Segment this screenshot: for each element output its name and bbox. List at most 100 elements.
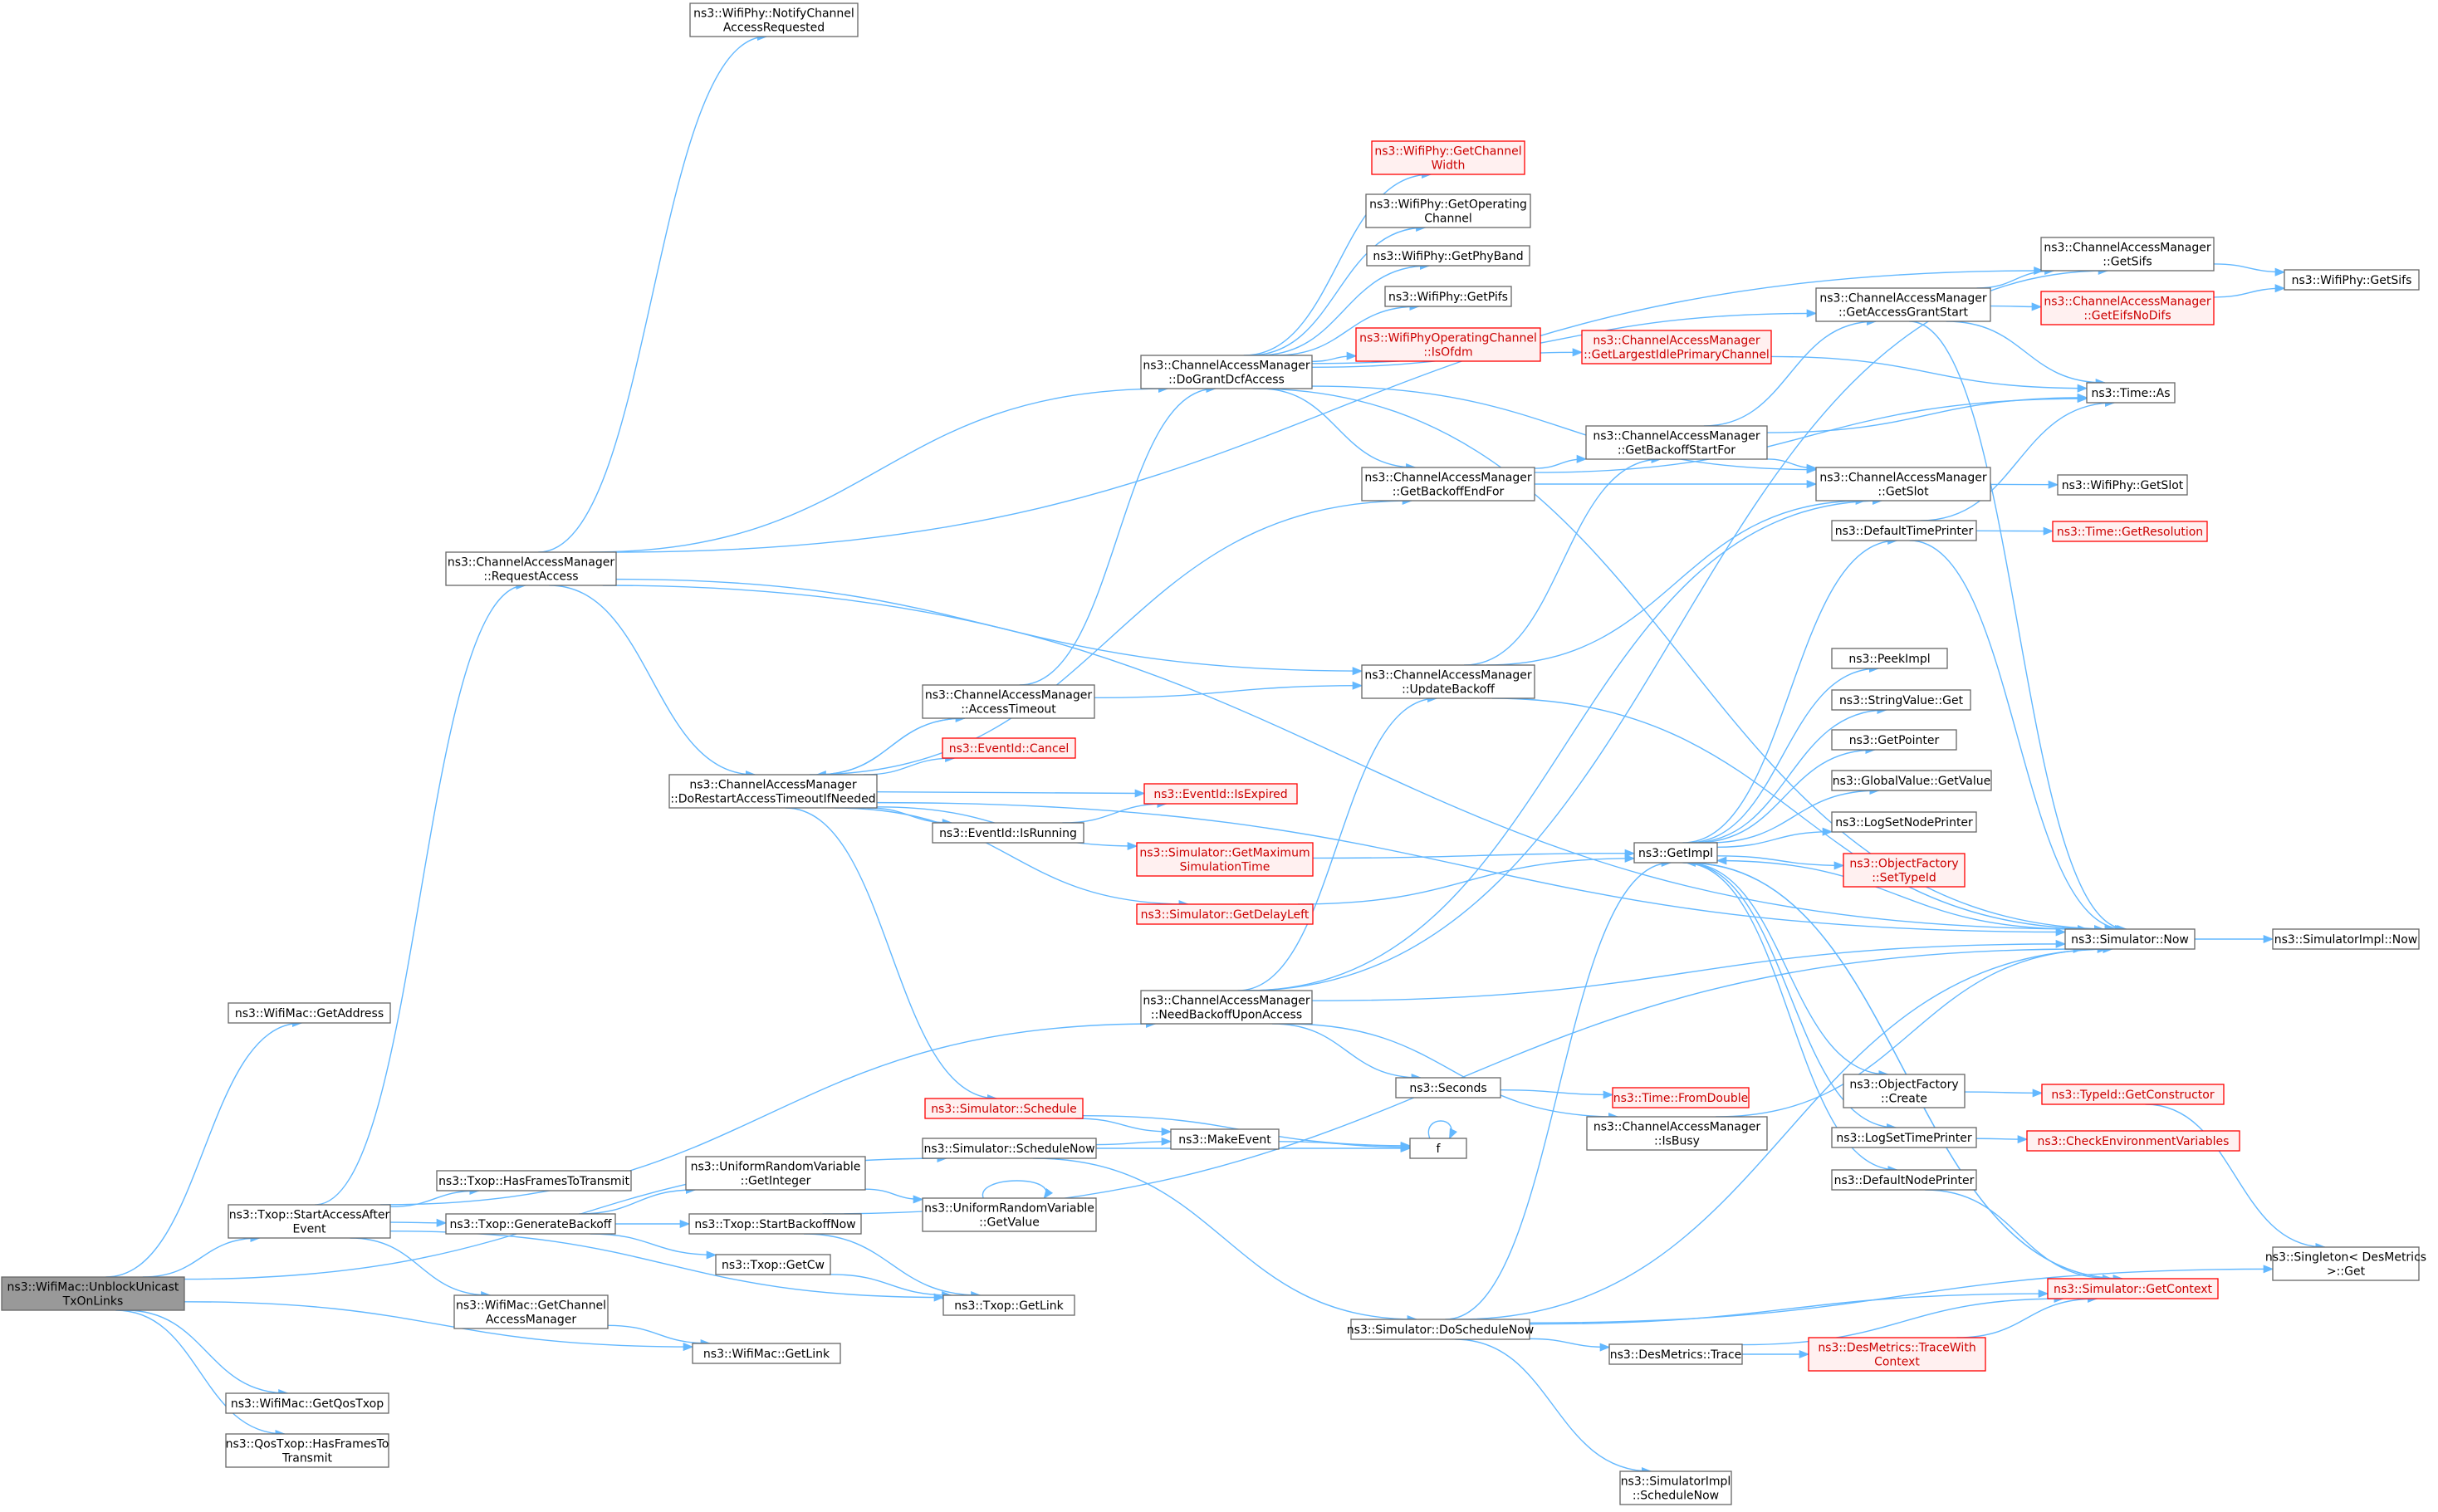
edge-uniGetInt-to-uniGetValue [864,1188,924,1204]
edge-genBackoff-to-getCw [590,1233,717,1260]
node-peekImpl[interactable]: ns3::PeekImpl [1831,648,1948,669]
node-doRestart[interactable]: ns3::ChannelAccessManager::DoRestartAcce… [668,774,878,809]
node-txopGetLink[interactable]: ns3::Txop::GetLink [942,1294,1075,1316]
node-makeEvent[interactable]: ns3::MakeEvent [1170,1128,1280,1150]
node-getAccessGrant[interactable]: ns3::ChannelAccessManager::GetAccessGran… [1815,287,1991,322]
node-defTimePrinter[interactable]: ns3::DefaultTimePrinter [1831,520,1977,541]
edge-line [1075,1118,1172,1136]
edge-line [1249,223,1427,356]
edge-line [1272,1023,1422,1083]
edge-line [1703,316,1877,427]
edge-line [389,1230,945,1302]
node-box [1831,1127,1977,1148]
node-needBackoff[interactable]: ns3::ChannelAccessManager::NeedBackoffUp… [1140,990,1313,1025]
edge-line [1445,859,1672,1320]
node-getSlot[interactable]: ns3::ChannelAccessManager::GetSlot [1815,467,1991,502]
edge-needBackoff-to-seconds [1272,1023,1422,1083]
node-simNow[interactable]: ns3::Simulator::Now [2064,928,2196,950]
edge-line [1682,536,1898,844]
node-strValGet[interactable]: ns3::StringValue::Get [1831,689,1971,711]
node-phyGetSlot[interactable]: ns3::WifiPhy::GetSlot [2057,474,2188,496]
node-phyGetPifs[interactable]: ns3::WifiPhy::GetPifs [1384,286,1512,307]
node-getCw[interactable]: ns3::Txop::GetCw [715,1254,831,1275]
node-getLargestIdle[interactable]: ns3::ChannelAccessManager::GetLargestIdl… [1581,330,1772,365]
node-seconds[interactable]: ns3::Seconds [1395,1077,1501,1099]
node-logSetNode[interactable]: ns3::LogSetNodePrinter [1831,811,1977,833]
node-requestAccess[interactable]: ns3::ChannelAccessManager::RequestAccess [445,551,617,586]
node-getQosTxop[interactable]: ns3::WifiMac::GetQosTxop [225,1392,389,1414]
node-getEifs[interactable]: ns3::ChannelAccessManager::GetEifsNoDifs [2040,291,2215,325]
edge-updateBackoff-to-getSlot [1486,496,1867,666]
node-box [685,1156,866,1191]
node-uniGetInt[interactable]: ns3::UniformRandomVariable::GetInteger [685,1156,866,1191]
node-singletonGet[interactable]: ns3::Singleton< DesMetrics>::Get [2265,1246,2426,1281]
node-simGetContext[interactable]: ns3::Simulator::GetContext [2047,1278,2219,1299]
node-globalGetVal[interactable]: ns3::GlobalValue::GetValue [1831,770,1992,791]
node-genBackoff[interactable]: ns3::Txop::GenerateBackoff [445,1213,616,1235]
node-label: ns3::StringValue::Get [1839,694,1964,707]
node-getBackoffStart[interactable]: ns3::ChannelAccessManager::GetBackoffSta… [1585,425,1768,460]
node-getImpl[interactable]: ns3::GetImpl [1633,842,1718,864]
node-timeFromDouble[interactable]: ns3::Time::FromDouble [1612,1087,1750,1108]
node-fNode[interactable]: f [1409,1138,1467,1159]
node-opIsOfdm[interactable]: ns3::WifiPhyOperatingChannel::IsOfdm [1355,327,1541,362]
node-simImplSched[interactable]: ns3::SimulatorImpl::ScheduleNow [1619,1470,1732,1505]
node-logSetTime[interactable]: ns3::LogSetTimePrinter [1831,1127,1977,1148]
node-eventIsRunning[interactable]: ns3::EventId::IsRunning [932,822,1084,844]
edge-simDoSchedNow-to-simGetContext [1529,1289,2049,1325]
edge-needBackoff-to-isBusy [1285,1023,1619,1122]
node-startBackoffNow[interactable]: ns3::Txop::StartBackoffNow [688,1213,862,1235]
edge-needBackoff-to-simNow [1311,939,2067,1001]
node-typeIdGetCtor[interactable]: ns3::TypeId::GetConstructor [2041,1084,2225,1105]
node-simGetDelay[interactable]: ns3::Simulator::GetDelayLeft [1136,903,1314,925]
node-isBusy[interactable]: ns3::ChannelAccessManager::IsBusy [1586,1116,1768,1151]
node-label: ns3::ChannelAccessManager [1143,360,1310,373]
edge-line [1766,458,1818,472]
node-eventIsExpired[interactable]: ns3::EventId::IsExpired [1143,783,1298,805]
node-desTrace[interactable]: ns3::DesMetrics::Trace [1608,1343,1743,1365]
node-defNodePrinter[interactable]: ns3::DefaultNodePrinter [1831,1169,1977,1191]
edge-line [315,581,526,1206]
node-qosHasFrames[interactable]: ns3::QosTxop::HasFramesToTransmit [225,1433,389,1468]
edge-getSifs-to-phyGetSifs [2213,263,2286,276]
edge-line [615,578,1363,676]
node-eventCancel[interactable]: ns3::EventId::Cancel [942,737,1076,759]
node-accessTimeout[interactable]: ns3::ChannelAccessManager::AccessTimeout [922,684,1095,719]
node-simSchedule[interactable]: ns3::Simulator::Schedule [924,1098,1084,1119]
node-simImplNow[interactable]: ns3::SimulatorImpl::Now [2272,928,2420,950]
node-label: ::GetAccessGrantStart [1838,306,1969,320]
node-updateBackoff[interactable]: ns3::ChannelAccessManager::UpdateBackoff [1361,664,1535,699]
node-hasFrames[interactable]: ns3::Txop::HasFramesToTransmit [436,1170,632,1191]
node-getPointer[interactable]: ns3::GetPointer [1831,729,1957,751]
node-getLink[interactable]: ns3::WifiMac::GetLink [692,1343,841,1364]
node-getBackoffEnd[interactable]: ns3::ChannelAccessManager::GetBackoffEnd… [1361,467,1535,502]
node-phyGetBand[interactable]: ns3::WifiPhy::GetPhyBand [1366,245,1530,267]
edge-objCreate-to-typeIdGetCtor [1964,1089,2044,1098]
node-getSifs[interactable]: ns3::ChannelAccessManager::GetSifs [2040,237,2215,272]
node-label: ns3::Simulator::Schedule [931,1103,1077,1116]
node-timeGetRes[interactable]: ns3::Time::GetResolution [2052,521,2208,542]
edge-doRestart-to-eventIsExpired [876,789,1146,798]
node-box [2026,1130,2240,1152]
node-simScheduleNow[interactable]: ns3::Simulator::ScheduleNow [922,1138,1097,1159]
node-label: ns3::ChannelAccessManager [1593,335,1760,348]
node-checkEnv[interactable]: ns3::CheckEnvironmentVariables [2026,1130,2240,1152]
node-objCreate[interactable]: ns3::ObjectFactory::Create [1843,1074,1966,1108]
edge-line [785,807,998,1103]
node-label: ns3::EventId::IsExpired [1153,788,1287,801]
node-objSetTypeId[interactable]: ns3::ObjectFactory::SetTypeId [1843,853,1966,888]
node-notifyChannel[interactable]: ns3::WifiPhy::NotifyChannelAccessRequest… [689,2,859,37]
node-simDoSchedNow[interactable]: ns3::Simulator::DoScheduleNow [1347,1319,1534,1340]
node-getAddress[interactable]: ns3::WifiMac::GetAddress [228,1002,391,1024]
node-uniGetValue[interactable]: ns3::UniformRandomVariable::GetValue [922,1197,1097,1232]
node-timeAs[interactable]: ns3::Time::As [2086,382,2176,404]
node-doGrant[interactable]: ns3::ChannelAccessManager::DoGrantDcfAcc… [1140,355,1313,389]
node-phyGetSifs[interactable]: ns3::WifiPhy::GetSifs [2284,269,2420,291]
